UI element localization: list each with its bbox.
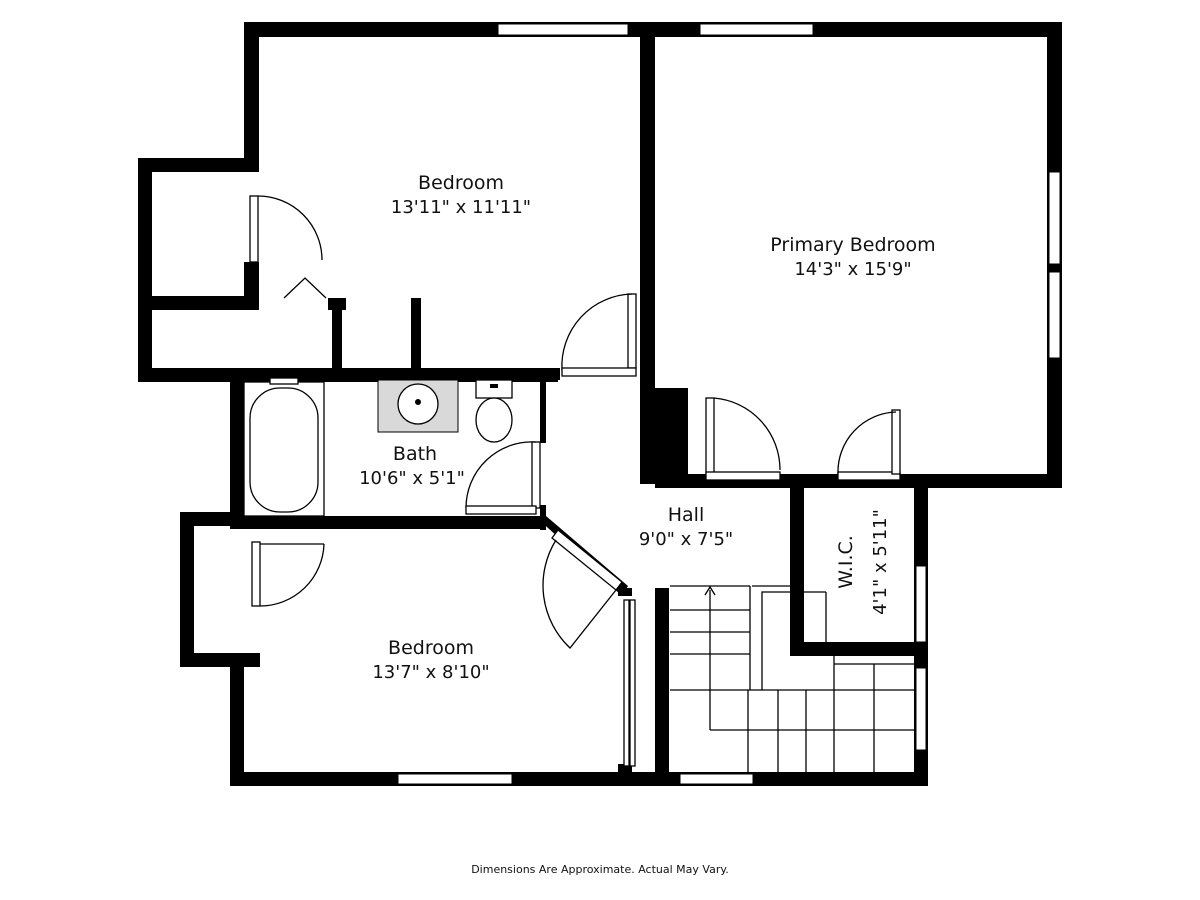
toilet-tank — [475, 379, 513, 399]
room-labels: Bedroom 13'11" x 11'11" Primary Bedroom … — [359, 172, 936, 683]
toilet-bowl — [475, 397, 513, 443]
room-name: Bath — [393, 443, 437, 465]
room-name: Bedroom — [418, 172, 504, 194]
room-dimensions: 10'6" x 5'1" — [359, 468, 465, 489]
room-name: W.I.C. — [835, 535, 857, 589]
room-dimensions: 9'0" x 7'5" — [639, 529, 733, 550]
windows — [397, 23, 1061, 785]
room-dimensions: 13'7" x 8'10" — [372, 662, 489, 683]
bath-fixtures — [243, 377, 513, 517]
doors — [249, 195, 901, 767]
bathtub — [249, 387, 319, 513]
room-name: Bedroom — [388, 637, 474, 659]
room-name: Hall — [668, 504, 705, 526]
room-name: Primary Bedroom — [770, 234, 935, 256]
disclaimer: Dimensions Are Approximate. Actual May V… — [471, 863, 729, 876]
room-dimensions: 14'3" x 15'9" — [794, 259, 911, 280]
room-dimensions: 4'1" x 5'11" — [870, 509, 891, 615]
stairs — [670, 585, 914, 772]
room-dimensions: 13'11" x 11'11" — [391, 197, 531, 218]
